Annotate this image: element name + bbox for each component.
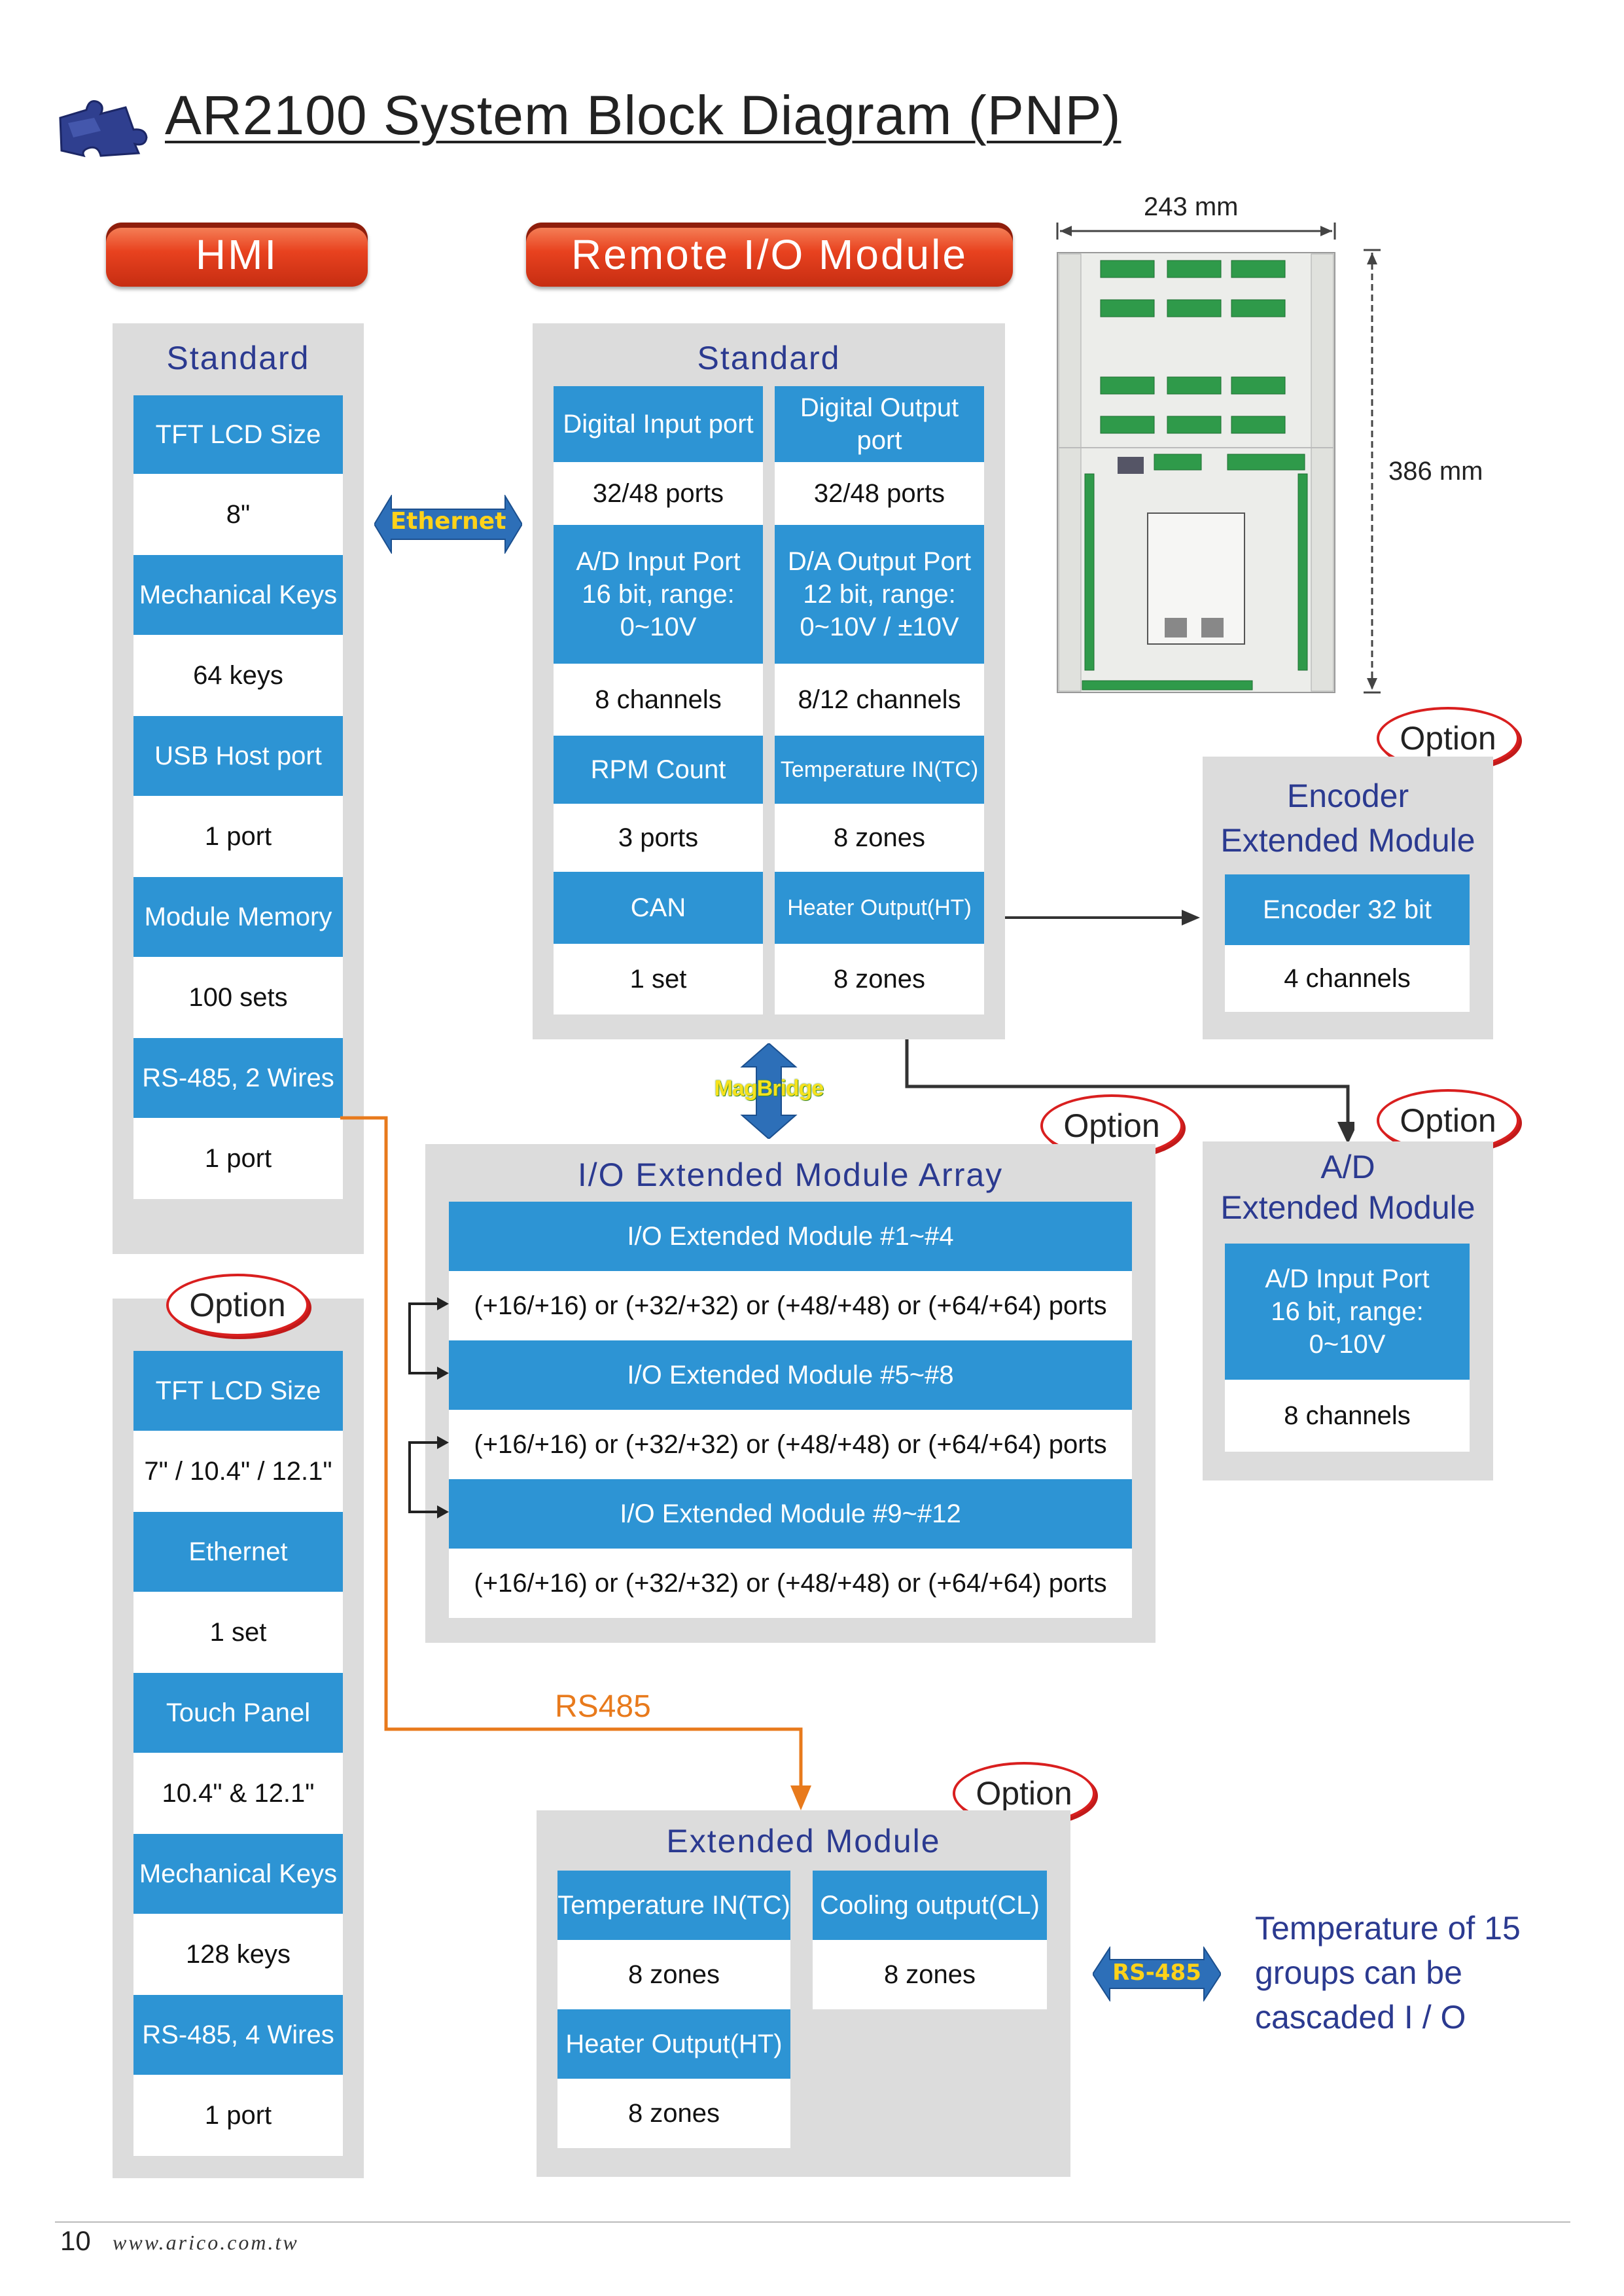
hmi-row-label: TFT LCD Size <box>133 395 343 474</box>
encoder-title-line1: Encoder <box>1286 778 1409 814</box>
hmi-row-label: USB Host port <box>133 716 343 796</box>
hmi-option-row-label: Ethernet <box>133 1512 343 1592</box>
io-array-group-label: I/O Extended Module #9~#12 <box>449 1479 1132 1549</box>
extended-label: Cooling output(CL) <box>813 1871 1047 1940</box>
ar2100-board-image <box>1056 251 1336 694</box>
encoder-title: Encoder Extended Module <box>1203 774 1493 863</box>
magbridge-arrow <box>739 1042 798 1140</box>
remote-io-label: CAN <box>554 872 763 944</box>
remote-io-title: Standard <box>697 340 841 376</box>
remote-io-banner-text: Remote I/O Module <box>571 231 968 278</box>
cascade-note-line3: cascaded I / O <box>1255 1999 1466 2036</box>
hmi-option-row-value: 10.4" & 12.1" <box>133 1753 343 1834</box>
remote-io-label: Heater Output(HT) <box>775 872 984 944</box>
hmi-row-value: 1 port <box>133 1118 343 1199</box>
rs485-side-label: RS-485 <box>1112 1960 1201 1986</box>
remote-io-label: Temperature IN(TC) <box>775 736 984 804</box>
board-height-arrow <box>1362 249 1382 694</box>
ethernet-link-label: Ethernet <box>390 508 506 535</box>
hmi-option-row-label: RS-485, 4 Wires <box>133 1995 343 2075</box>
io-array-group-label: I/O Extended Module #5~#8 <box>449 1340 1132 1410</box>
extended-value: 8 zones <box>557 2079 790 2148</box>
remote-io-value: 3 ports <box>554 804 763 872</box>
remote-io-value: 32/48 ports <box>775 462 984 525</box>
page-number: 10 <box>60 2225 91 2256</box>
hmi-row-value: 64 keys <box>133 635 343 716</box>
remote-io-value: 8 zones <box>775 944 984 1014</box>
hmi-option-row-label: Mechanical Keys <box>133 1834 343 1914</box>
remote-to-encoder-arrow <box>1005 906 1201 929</box>
hmi-row-label: Module Memory <box>133 877 343 957</box>
hmi-option-row-value: 1 set <box>133 1592 343 1673</box>
ethernet-link-arrow: Ethernet <box>373 493 523 555</box>
magbridge-label: MagBridge <box>714 1076 824 1101</box>
encoder-label: Encoder 32 bit <box>1225 874 1470 945</box>
remote-io-value: 8 channels <box>554 664 763 736</box>
rs485-side-arrow: RS-485 <box>1091 1945 1222 2003</box>
extended-label: Temperature IN(TC) <box>557 1871 790 1940</box>
board-height-label: 386 mm <box>1388 457 1483 486</box>
hmi-option-row-label: Touch Panel <box>133 1673 343 1753</box>
board-width-arrow <box>1056 221 1336 241</box>
ad-title-line1: A/D <box>1320 1149 1375 1185</box>
remote-io-value: 8/12 channels <box>775 664 984 736</box>
io-array-group-value: (+16/+16) or (+32/+32) or (+48/+48) or (… <box>449 1410 1132 1479</box>
extended-label: Heater Output(HT) <box>557 2009 790 2079</box>
hmi-banner-text: HMI <box>195 231 279 278</box>
cascade-note-line2: groups can be <box>1255 1954 1462 1991</box>
cascade-note-line1: Temperature of 15 <box>1255 1910 1521 1946</box>
ad-label: A/D Input Port 16 bit, range: 0~10V <box>1225 1244 1470 1380</box>
ad-title: A/D Extended Module <box>1203 1147 1493 1228</box>
hmi-row-value: 1 port <box>133 796 343 877</box>
hmi-row-value: 100 sets <box>133 957 343 1038</box>
io-array-title: I/O Extended Module Array <box>577 1157 1004 1193</box>
encoder-value: 4 channels <box>1225 945 1470 1012</box>
remote-io-banner: Remote I/O Module <box>526 223 1013 287</box>
io-array-group-label: I/O Extended Module #1~#4 <box>449 1202 1132 1271</box>
rs485-wire <box>340 1113 811 1813</box>
hmi-option-row-label: TFT LCD Size <box>133 1351 343 1431</box>
remote-io-label: D/A Output Port 12 bit, range: 0~10V / ±… <box>775 525 984 664</box>
io-chain-arrows <box>403 1291 451 1526</box>
page-title: AR2100 System Block Diagram (PNP) <box>165 84 1121 146</box>
hmi-option-row-value: 1 port <box>133 2075 343 2156</box>
hmi-banner: HMI <box>106 223 368 287</box>
extended-value: 8 zones <box>557 1940 790 2009</box>
hmi-row-label: Mechanical Keys <box>133 555 343 635</box>
io-array-group-value: (+16/+16) or (+32/+32) or (+48/+48) or (… <box>449 1549 1132 1618</box>
io-array-group-value: (+16/+16) or (+32/+32) or (+48/+48) or (… <box>449 1271 1132 1340</box>
remote-io-label: Digital Output port <box>775 386 984 462</box>
hmi-option-row-value: 7" / 10.4" / 12.1" <box>133 1431 343 1512</box>
remote-io-value: 8 zones <box>775 804 984 872</box>
extended-value: 8 zones <box>813 1940 1047 2009</box>
footer-rule <box>55 2221 1570 2223</box>
encoder-title-line2: Extended Module <box>1220 822 1475 859</box>
remote-io-value: 1 set <box>554 944 763 1014</box>
extended-title: Extended Module <box>666 1823 941 1859</box>
remote-io-label: A/D Input Port 16 bit, range: 0~10V <box>554 525 763 664</box>
remote-io-label: RPM Count <box>554 736 763 804</box>
rs485-label: RS485 <box>555 1689 651 1724</box>
footer-url[interactable]: www.arico.com.tw <box>113 2231 299 2254</box>
cascade-note: Temperature of 15 groups can be cascaded… <box>1255 1906 1521 2039</box>
hmi-option-badge: Option <box>166 1274 309 1336</box>
remote-io-value: 32/48 ports <box>554 462 763 525</box>
board-width-label: 243 mm <box>1144 192 1239 221</box>
remote-to-ad-arrow <box>896 1039 1358 1145</box>
ad-title-line2: Extended Module <box>1220 1189 1475 1226</box>
hmi-row-label: RS-485, 2 Wires <box>133 1038 343 1118</box>
ad-value: 8 channels <box>1225 1380 1470 1452</box>
remote-io-label: Digital Input port <box>554 386 763 462</box>
puzzle-logo-icon <box>55 92 152 158</box>
hmi-row-value: 8" <box>133 474 343 555</box>
hmi-standard-title: Standard <box>166 340 310 376</box>
hmi-option-row-value: 128 keys <box>133 1914 343 1995</box>
